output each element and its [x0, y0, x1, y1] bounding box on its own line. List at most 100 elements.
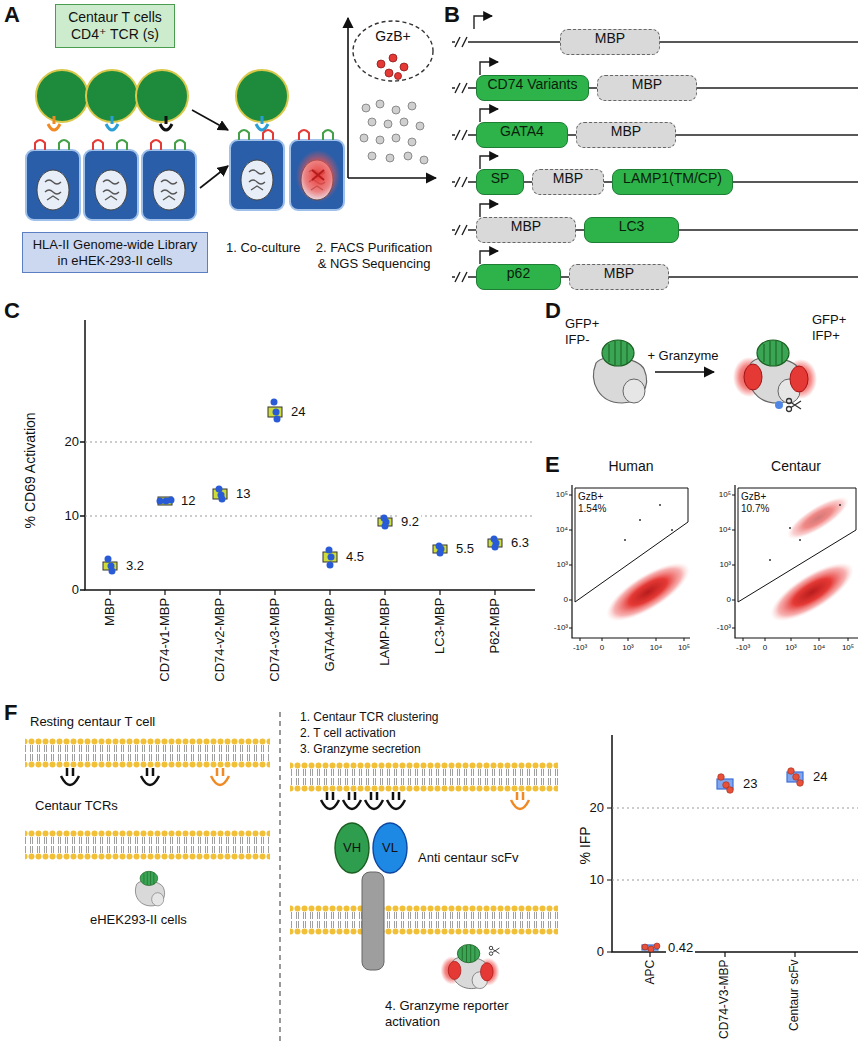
tick-label: 10³: [622, 643, 634, 653]
t-cell: [236, 70, 288, 122]
tick-label: 10⁴: [813, 643, 825, 653]
tcr-symbol: [61, 768, 529, 809]
node-text: MBP: [543, 170, 593, 187]
plot-axis: [348, 177, 436, 179]
tick-label: 10⁵: [556, 490, 568, 500]
data-dot: [157, 498, 164, 505]
tick-label: -10³: [573, 643, 587, 653]
node-outline: [353, 21, 433, 81]
break-mark: [455, 34, 468, 285]
category-label: CD74-v1-MBP: [157, 598, 173, 682]
break-mark: [455, 37, 467, 47]
reporter-icon: [489, 946, 499, 955]
tcr-symbol: [256, 116, 268, 130]
panel-e-plot: [598, 552, 697, 632]
data-dot: [328, 554, 335, 561]
data-dot: [648, 946, 654, 952]
negative-dot: [384, 120, 392, 128]
tick-label: 10³: [556, 560, 568, 570]
plot-axis: [347, 18, 349, 178]
panel-f-art: [612, 735, 858, 952]
tick-label: 10⁴: [650, 643, 662, 653]
tcr-symbol: [343, 792, 361, 809]
break-mark: [455, 222, 468, 238]
panel-letter: E: [545, 452, 560, 478]
event-dot: [624, 539, 626, 541]
node-outline: [335, 823, 369, 873]
reporter-icon: [481, 963, 494, 981]
reporter-icon: [448, 961, 461, 979]
data-marker: [323, 552, 337, 562]
event-dot: [839, 504, 841, 506]
node-text: MBP: [571, 30, 649, 47]
reporter-icon: [135, 871, 164, 906]
construct-box: LC3: [584, 217, 679, 243]
axis-title: % IFP: [577, 826, 594, 864]
hek-cell: [230, 140, 284, 210]
negative-dot: [408, 102, 416, 110]
node-text: SP: [487, 170, 513, 187]
tick-label: -10³: [736, 643, 750, 653]
mhc-symbol: [35, 140, 45, 150]
tcr-symbol: [365, 792, 383, 809]
plot-title: Centaur: [771, 458, 821, 475]
break-mark: [455, 269, 468, 285]
tick-label: 20: [590, 800, 604, 816]
tick-label: 0: [600, 643, 604, 653]
value-label: 9.2: [399, 514, 421, 530]
hek-cell: [26, 140, 344, 220]
category-label: LAMP-MBP: [377, 598, 393, 666]
t-cell: [86, 70, 138, 122]
negative-dot: [408, 138, 416, 146]
negative-dot: [386, 154, 394, 162]
panel-letter: A: [4, 2, 20, 28]
positive-dot: [377, 60, 385, 68]
tick-label: 10⁴: [556, 525, 568, 535]
step-label: 4. Granzyme reporter activation: [385, 998, 535, 1029]
positive-dot: [385, 69, 393, 77]
event-dot: [639, 519, 641, 521]
data-dot: [168, 497, 175, 504]
scene-label: eHEK293-II cells: [90, 912, 187, 928]
plot-axis: [348, 18, 436, 178]
mhc-symbol: [323, 130, 333, 140]
panel-d-art: [790, 366, 808, 392]
panel-f-art: [25, 830, 270, 860]
divider-line: [279, 712, 280, 1045]
negative-dot: [360, 100, 428, 164]
value-label: 12: [179, 493, 197, 509]
break-mark: [455, 127, 468, 143]
tick-label: 0: [597, 944, 604, 960]
panel-f-art: [25, 830, 270, 860]
data-marker: [268, 407, 282, 417]
node-text: LAMP1(TM/CP): [623, 170, 722, 187]
promoter-arrow: [480, 62, 498, 75]
node-text: MBP: [608, 76, 686, 93]
gate-label: GzB+ 10.7%: [741, 491, 787, 515]
panel-c-chart: [110, 590, 495, 595]
step-label: 1. Co-culture: [226, 240, 300, 256]
negative-dot: [392, 134, 400, 142]
scene-label: Resting centaur T cell: [30, 714, 155, 730]
data-dot: [327, 562, 334, 569]
negative-dot: [376, 100, 384, 108]
panel-b-art: [452, 16, 858, 285]
construct-box: SP: [476, 169, 524, 195]
positive-dot: [389, 54, 397, 62]
tcr-symbol: [511, 792, 529, 809]
category-label: Centaur scFv: [788, 960, 802, 1031]
positive-dot: [377, 54, 408, 80]
data-dot: [109, 568, 116, 575]
promoter-arrow: [480, 109, 498, 122]
data-dot: [797, 780, 804, 787]
data-dot: [274, 416, 281, 423]
reporter-icon: [441, 945, 500, 989]
scene-label: Anti centaur scFv: [418, 850, 518, 866]
panel-d-art: [775, 401, 783, 409]
construct-box: MBP: [569, 264, 669, 290]
tick-label: 10: [65, 508, 79, 524]
node-text: MBP: [587, 123, 665, 140]
data-marker: [103, 407, 502, 570]
panel-c-chart: [85, 442, 535, 516]
axis-title: % CD69 Activation: [22, 412, 39, 528]
